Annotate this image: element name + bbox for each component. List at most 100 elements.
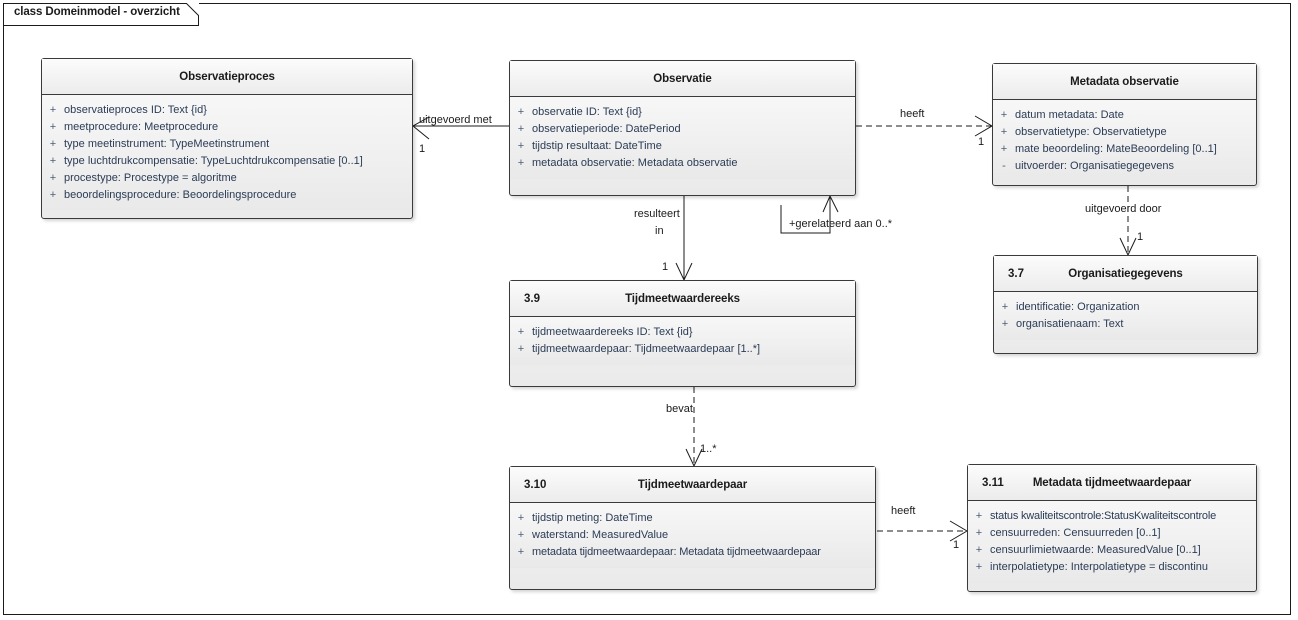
class-box-organisatiegegevens[interactable]: 3.7 Organisatiegegevens + identificatie:…: [993, 255, 1258, 354]
relation-label-gerelateerd-aan: +gerelateerd aan 0..*: [789, 218, 893, 230]
class-attributes-organisatiegegevens: + identificatie: Organization + organisa…: [994, 292, 1257, 340]
attr-visibility: +: [1001, 301, 1009, 313]
attr-text: organisatienaam: Text: [1016, 318, 1124, 330]
relation-label-bevat: bevat: [666, 403, 693, 415]
relation-label-resulteert-in-line2: in: [655, 225, 664, 237]
attr-visibility: +: [517, 157, 525, 169]
relation-label-heeft-observatie-metadata: heeft: [900, 108, 925, 120]
class-header-observatie: Observatie: [510, 61, 855, 97]
class-title-tijdmeetwaardepaar: Tijdmeetwaardepaar: [637, 478, 748, 491]
attr-visibility: +: [517, 546, 525, 558]
class-attribute: + censuurreden: Censuurreden [0..1]: [968, 525, 1256, 542]
class-number-organisatiegegevens: 3.7: [1008, 267, 1024, 280]
attr-visibility: +: [975, 510, 983, 522]
class-attribute: + organisatienaam: Text: [994, 316, 1257, 333]
attr-visibility: +: [517, 343, 525, 355]
attr-text: beoordelingsprocedure: Beoordelingsproce…: [64, 189, 297, 201]
class-attribute: + identificatie: Organization: [994, 299, 1257, 316]
attr-visibility: +: [517, 106, 525, 118]
diagram-title: class Domeinmodel - overzicht: [14, 6, 180, 18]
class-attribute: + mate beoordeling: MateBeoordeling [0..…: [993, 141, 1256, 158]
attr-visibility: +: [49, 104, 57, 116]
class-attribute: + interpolatietype: Interpolatietype = d…: [968, 559, 1256, 576]
attr-text: tijdmeetwaardereeks ID: Text {id}: [532, 326, 693, 338]
class-header-metadata-observatie: Metadata observatie: [993, 64, 1256, 100]
class-attribute: + beoordelingsprocedure: Beoordelingspro…: [42, 187, 412, 204]
class-box-metadata-tijdmeetwaardepaar[interactable]: 3.11 Metadata tijdmeetwaardepaar + statu…: [967, 464, 1257, 592]
class-attribute: + tijdstip resultaat: DateTime: [510, 138, 855, 155]
class-attribute: + censuurlimietwaarde: MeasuredValue [0.…: [968, 542, 1256, 559]
relation-label-uitgevoerd-met: uitgevoerd met: [419, 114, 492, 126]
class-header-organisatiegegevens: 3.7 Organisatiegegevens: [994, 256, 1257, 292]
class-attribute: + tijdstip meting: DateTime: [510, 510, 875, 527]
attr-visibility: +: [517, 123, 525, 135]
class-header-tijdmeetwaardereeks: 3.9 Tijdmeetwaardereeks: [510, 281, 855, 317]
attr-text: observatie ID: Text {id}: [532, 106, 642, 118]
class-header-observatieproces: Observatieproces: [42, 59, 412, 95]
attr-visibility: +: [517, 326, 525, 338]
class-number-tijdmeetwaardereeks: 3.9: [524, 292, 540, 305]
relation-label-uitgevoerd-door: uitgevoerd door: [1085, 203, 1162, 215]
attr-visibility: +: [1000, 109, 1008, 121]
relation-mult-uitgevoerd-met: 1: [419, 143, 426, 155]
attr-visibility: +: [975, 527, 983, 539]
class-attribute: + waterstand: MeasuredValue: [510, 527, 875, 544]
relation-mult-heeft-paar-metadata: 1: [953, 539, 960, 551]
attr-text: uitvoerder: Organisatiegegevens: [1015, 160, 1174, 172]
class-attributes-tijdmeetwaardepaar: + tijdstip meting: DateTime + waterstand…: [510, 503, 875, 568]
attr-text: metadata tijdmeetwaardepaar: Metadata ti…: [532, 546, 821, 558]
attr-visibility: +: [49, 172, 57, 184]
attr-text: tijdstip meting: DateTime: [532, 512, 653, 524]
class-title-metadata-tijdmeetwaardepaar: Metadata tijdmeetwaardepaar: [1032, 476, 1192, 489]
relation-label-resulteert-in-line1: resulteert: [634, 208, 680, 220]
class-attribute: + metadata tijdmeetwaardepaar: Metadata …: [510, 544, 875, 561]
class-box-observatieproces[interactable]: Observatieproces + observatieproces ID: …: [41, 58, 413, 219]
attr-text: mate beoordeling: MateBeoordeling [0..1]: [1015, 143, 1217, 155]
attr-text: observatieperiode: DatePeriod: [532, 123, 681, 135]
attr-text: observatietype: Observatietype: [1015, 126, 1167, 138]
relation-mult-uitgevoerd-door: 1: [1137, 231, 1144, 243]
class-title-organisatiegegevens: Organisatiegegevens: [1068, 267, 1183, 280]
class-number-metadata-tijdmeetwaardepaar: 3.11: [982, 476, 1004, 489]
class-number-tijdmeetwaardepaar: 3.10: [524, 478, 547, 491]
attr-visibility: +: [1001, 318, 1009, 330]
diagram-frame-tab: class Domeinmodel - overzicht: [3, 3, 199, 26]
attr-text: censuurlimietwaarde: MeasuredValue [0..1…: [990, 544, 1201, 556]
attr-text: procestype: Procestype = algoritme: [64, 172, 237, 184]
class-attribute: + observatietype: Observatietype: [993, 124, 1256, 141]
attr-visibility: +: [975, 561, 983, 573]
class-box-metadata-observatie[interactable]: Metadata observatie + datum metadata: Da…: [992, 63, 1257, 186]
class-title-tijdmeetwaardereeks: Tijdmeetwaardereeks: [625, 292, 740, 305]
attr-text: tijdmeetwaardepaar: Tijdmeetwaardepaar […: [532, 343, 761, 355]
class-attributes-observatie: + observatie ID: Text {id} + observatiep…: [510, 97, 855, 179]
class-attribute: + tijdmeetwaardepaar: Tijdmeetwaardepaar…: [510, 341, 855, 358]
class-attribute: + observatieproces ID: Text {id}: [42, 102, 412, 119]
class-attribute: + datum metadata: Date: [993, 107, 1256, 124]
class-attributes-metadata-observatie: + datum metadata: Date + observatietype:…: [993, 100, 1256, 182]
class-title-observatie: Observatie: [653, 72, 712, 85]
attr-visibility: +: [49, 155, 57, 167]
attr-text: type meetinstrument: TypeMeetinstrument: [64, 138, 270, 150]
class-attribute: + tijdmeetwaardereeks ID: Text {id}: [510, 324, 855, 341]
class-attribute: + procestype: Procestype = algoritme: [42, 170, 412, 187]
class-header-metadata-tijdmeetwaardepaar: 3.11 Metadata tijdmeetwaardepaar: [968, 465, 1256, 501]
class-box-tijdmeetwaardereeks[interactable]: 3.9 Tijdmeetwaardereeks + tijdmeetwaarde…: [509, 280, 856, 387]
relation-label-heeft-paar-metadata: heeft: [891, 505, 916, 517]
class-box-tijdmeetwaardepaar[interactable]: 3.10 Tijdmeetwaardepaar + tijdstip metin…: [509, 466, 876, 590]
attr-text: waterstand: MeasuredValue: [532, 529, 669, 541]
class-box-observatie[interactable]: Observatie + observatie ID: Text {id} + …: [509, 60, 856, 196]
diagram-frame: [3, 3, 1291, 615]
attr-visibility: +: [517, 140, 525, 152]
class-attribute: + observatieperiode: DatePeriod: [510, 121, 855, 138]
attr-visibility: -: [1002, 160, 1006, 172]
attr-visibility: +: [49, 138, 57, 150]
relation-mult-heeft-observatie-metadata: 1: [978, 136, 985, 148]
class-title-observatieproces: Observatieproces: [179, 70, 275, 83]
attr-text: type luchtdrukcompensatie: TypeLuchtdruk…: [64, 155, 363, 167]
class-attribute: + type luchtdrukcompensatie: TypeLuchtdr…: [42, 153, 412, 170]
attr-text: datum metadata: Date: [1015, 109, 1124, 121]
attr-text: censuurreden: Censuurreden [0..1]: [990, 527, 1161, 539]
attr-visibility: +: [975, 544, 983, 556]
class-header-tijdmeetwaardepaar: 3.10 Tijdmeetwaardepaar: [510, 467, 875, 503]
attr-text: identificatie: Organization: [1016, 301, 1140, 313]
